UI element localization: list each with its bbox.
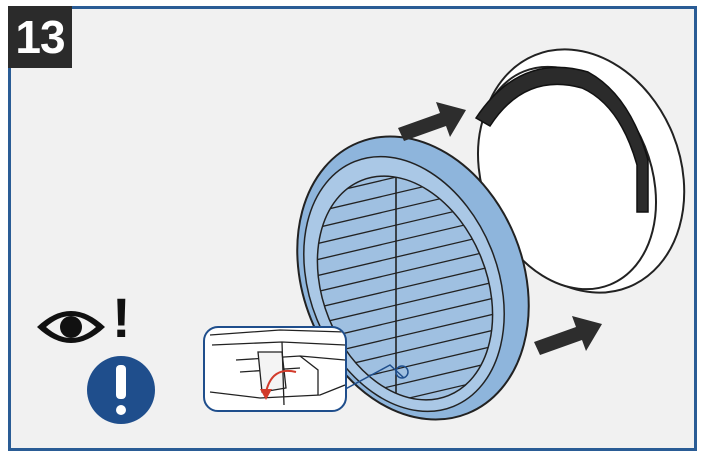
- detail-inset: [203, 326, 347, 412]
- callout-leader: [337, 364, 405, 394]
- blue-grille: [289, 135, 530, 427]
- arrow-icon: [534, 316, 602, 355]
- arrow-icon: [398, 102, 466, 141]
- front-cover: [474, 48, 686, 294]
- callout-target: [395, 365, 409, 379]
- info-exclamation-icon: [87, 356, 155, 424]
- step-number-badge: 13: [8, 6, 72, 68]
- eye-icon: [37, 311, 105, 343]
- attention-exclamation: !: [112, 286, 131, 349]
- rotate-arrow-icon: [265, 370, 297, 393]
